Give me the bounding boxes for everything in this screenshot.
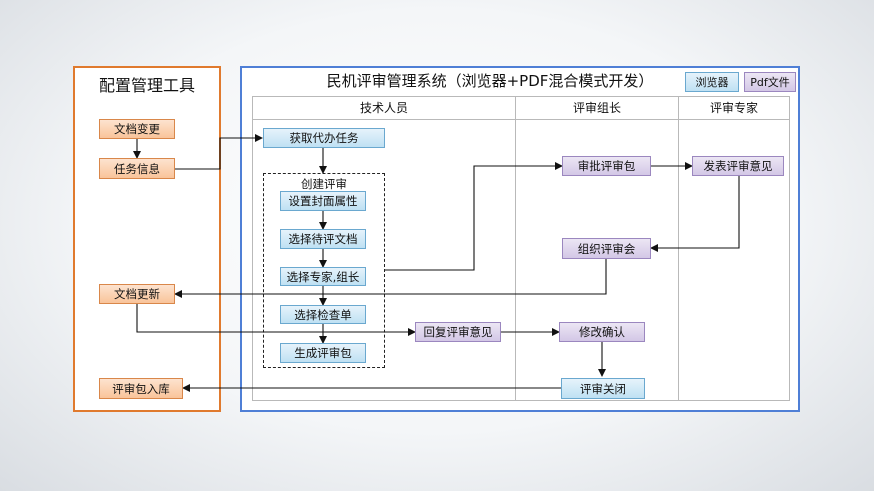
legend-pdf: Pdf文件 [744,72,796,92]
review-system-title: 民机评审管理系统（浏览器+PDF混合模式开发） [326,72,654,90]
node-select-checklist: 选择检查单 [280,305,366,324]
node-doc-change: 文档变更 [99,119,175,139]
node-close-review: 评审关闭 [561,378,645,399]
node-select-docs: 选择待评文档 [280,229,366,249]
create-review-label: 创建评审 [301,177,347,191]
node-approve-package: 审批评审包 [562,156,651,176]
lane-leader-header: 评审组长 [516,97,678,120]
node-task-info: 任务信息 [99,158,175,179]
config-tool-title: 配置管理工具 [98,76,195,95]
node-select-experts: 选择专家,组长 [280,267,366,286]
node-package-store: 评审包入库 [99,378,183,399]
node-publish-opinion: 发表评审意见 [692,156,784,176]
node-set-cover: 设置封面属性 [280,191,366,211]
node-doc-update: 文档更新 [99,284,175,304]
node-get-task: 获取代办任务 [263,128,385,148]
lane-expert-header: 评审专家 [679,97,789,120]
legend-browser: 浏览器 [685,72,739,92]
node-organize-meeting: 组织评审会 [562,238,651,259]
lane-tech-header: 技术人员 [253,97,515,120]
node-gen-package: 生成评审包 [280,343,366,363]
node-modify-confirm: 修改确认 [559,322,645,342]
node-reply-opinion: 回复评审意见 [415,322,501,342]
